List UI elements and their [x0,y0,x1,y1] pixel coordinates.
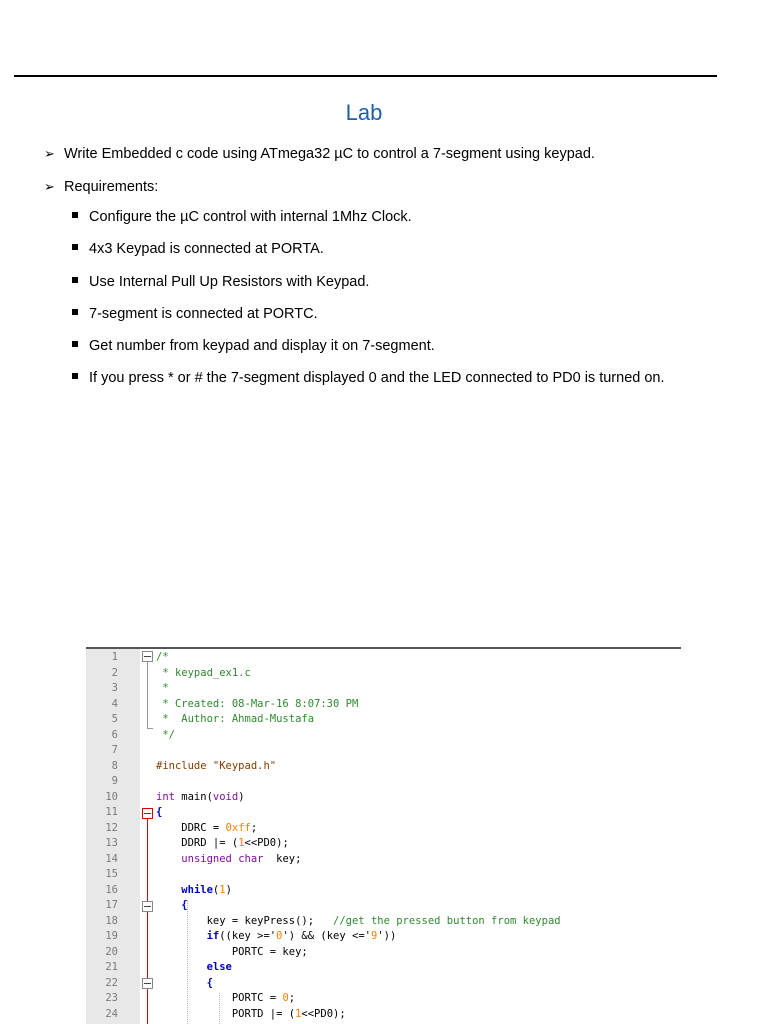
page-title: Lab [345,100,383,125]
code-line: { [181,899,188,911]
line-number: 5 [111,713,118,725]
line-number: 10 [105,790,118,803]
square-bullet-icon [72,341,78,348]
code-line: */ [156,728,175,741]
line-number-gutter [86,649,140,1024]
line-number: 4 [111,697,118,710]
line-number: 19 [105,930,118,942]
arrow-bullet-icon: ➢ [44,146,55,161]
line-number: 24 [105,1007,118,1020]
square-bullet-icon [72,373,78,380]
requirement-item: If you press * or # the 7-segment displa… [72,370,665,386]
requirement-item: Get number from keypad and display it on… [72,338,435,354]
requirements-heading: ➢ Requirements: [44,179,158,195]
line-number: 17 [105,899,118,911]
requirement-text: 7-segment is connected at PORTC. [89,306,318,322]
line-number: 15 [105,868,118,880]
code-line: PORTC = key; [156,945,308,958]
requirement-text: 4x3 Keypad is connected at PORTA. [89,241,324,257]
code-line: key = keyPress(); //get the pressed butt… [156,914,561,927]
line-number: 7 [111,744,118,756]
code-line: #include "Keypad.h" [156,759,277,772]
requirement-item: Configure the µC control with internal 1… [72,209,412,225]
fold-line [147,662,148,729]
code-line: * [156,682,169,694]
code-editor [140,649,681,1024]
line-number: 14 [105,852,118,865]
code-line: int main(void) [156,790,245,803]
code-line: PORTD |= (1<<PD0); [156,1007,346,1020]
code-line: while(1) [181,883,232,896]
requirement-item: 4x3 Keypad is connected at PORTA. [72,241,324,257]
requirement-item: 7-segment is connected at PORTC. [72,306,318,322]
code-line: { [156,806,163,818]
code-line: * keypad_ex1.c [156,666,251,679]
task-point: ➢ Write Embedded c code using ATmega32 µC… [44,146,595,162]
code-line: * Author: Ahmad-Mustafa [156,713,315,725]
line-number: 22 [105,976,118,989]
line-number: 20 [105,945,118,958]
fold-collapse-icon[interactable] [142,651,153,662]
code-editor-border [86,647,681,649]
line-number: 9 [111,775,118,787]
fold-collapse-icon[interactable] [142,808,153,819]
line-number: 23 [105,992,118,1004]
requirements-heading-text: Requirements: [64,179,159,195]
line-number: 6 [111,728,118,741]
line-number: 8 [111,759,118,772]
fold-collapse-icon[interactable] [142,901,153,912]
code-line: /* [156,651,169,663]
line-number: 11 [105,806,118,818]
code-line: * Created: 08-Mar-16 8:07:30 PM [156,697,359,710]
line-number: 1 [111,651,118,663]
code-line: DDRC = 0xff; [156,821,258,834]
fold-collapse-icon[interactable] [142,978,153,989]
square-bullet-icon [72,309,78,316]
task-point-text: Write Embedded c code using ATmega32 µC … [64,146,595,162]
code-line: DDRD |= (1<<PD0); [156,837,289,849]
line-number: 3 [111,682,118,694]
requirement-text: Configure the µC control with internal 1… [89,209,412,225]
line-number: 12 [105,821,118,834]
line-number: 21 [105,961,118,973]
line-number: 18 [105,914,118,927]
requirement-text: Use Internal Pull Up Resistors with Keyp… [89,274,370,290]
requirement-text: Get number from keypad and display it on… [89,338,435,354]
requirement-text: If you press * or # the 7-segment displa… [89,370,665,386]
code-line: if((key >='0') && (key <='9')) [206,930,397,942]
square-bullet-icon [72,244,78,251]
code-line: PORTC = 0; [156,992,296,1004]
fold-line [147,819,148,1024]
square-bullet-icon [72,277,78,284]
square-bullet-icon [72,212,78,219]
top-horizontal-rule [14,75,717,77]
indent-guide [187,900,188,1024]
code-line: { [206,976,213,989]
line-number: 2 [111,666,118,679]
code-line: else [206,961,232,973]
fold-line-end [147,728,153,729]
arrow-bullet-icon: ➢ [44,179,55,194]
code-line: unsigned char key; [181,852,302,865]
line-number: 13 [105,837,118,849]
requirement-item: Use Internal Pull Up Resistors with Keyp… [72,274,369,290]
indent-guide [219,993,220,1024]
line-number: 16 [105,883,118,896]
